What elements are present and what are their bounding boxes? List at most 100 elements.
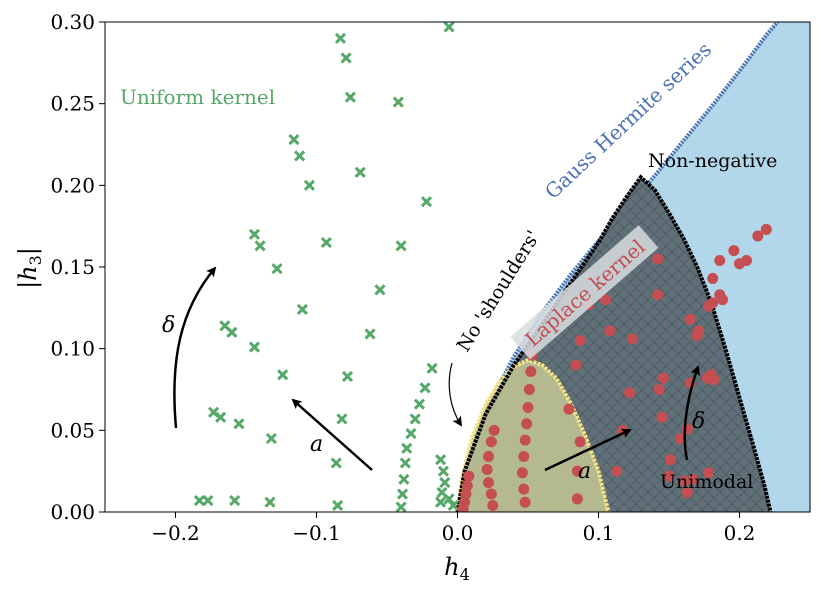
laplace-kernel-point bbox=[664, 454, 676, 466]
uniform-kernel-point bbox=[443, 493, 455, 505]
uniform-kernel-point bbox=[202, 495, 214, 507]
uniform-kernel-point bbox=[426, 362, 438, 374]
laplace-kernel-point bbox=[463, 470, 475, 482]
laplace-kernel-point bbox=[707, 272, 719, 284]
x-tick-label: −0.1 bbox=[292, 521, 341, 545]
laplace-kernel-point bbox=[461, 480, 473, 492]
laplace-kernel-point bbox=[571, 465, 583, 477]
x-axis-label-sub: 4 bbox=[460, 565, 470, 584]
laplace-kernel-point bbox=[708, 374, 720, 386]
delta-arrow-left bbox=[173, 266, 217, 429]
laplace-kernel-point bbox=[488, 424, 500, 436]
uniform-kernel-point bbox=[303, 179, 316, 191]
uniform-kernel-point bbox=[398, 473, 410, 485]
uniform-kernel-point bbox=[341, 370, 354, 382]
laplace-kernel-point bbox=[760, 223, 772, 235]
plot-area bbox=[193, 22, 810, 512]
laplace-kernel-point bbox=[653, 384, 665, 395]
uniform-kernel-point bbox=[340, 52, 352, 64]
laplace-kernel-point bbox=[518, 450, 530, 462]
laplace-kernel-point bbox=[523, 384, 535, 395]
unimodal-label: Unimodal bbox=[660, 471, 753, 493]
uniform-kernel-point bbox=[296, 303, 308, 316]
laplace-kernel-point bbox=[522, 401, 534, 413]
y-tick-label: 0.05 bbox=[50, 418, 95, 442]
uniform-kernel-point bbox=[320, 236, 332, 249]
uniform-kernel-point bbox=[277, 369, 289, 381]
x-tick-label: 0.2 bbox=[724, 521, 756, 545]
laplace-kernel-point bbox=[604, 325, 616, 337]
laplace-kernel-point bbox=[652, 253, 664, 265]
uniform-kernel-point bbox=[229, 495, 241, 507]
y-axis: 0.000.050.100.150.200.250.30 bbox=[50, 10, 105, 524]
y-tick-label: 0.00 bbox=[50, 500, 95, 524]
y-tick-label: 0.15 bbox=[50, 255, 95, 279]
a-label-left: a bbox=[310, 432, 323, 457]
laplace-kernel-point bbox=[657, 372, 669, 384]
laplace-kernel-point bbox=[563, 403, 575, 415]
uniform-kernel-point bbox=[330, 457, 342, 469]
uniform-kernel-point bbox=[226, 326, 238, 338]
laplace-kernel-point bbox=[487, 499, 499, 511]
laplace-kernel-point bbox=[516, 467, 528, 479]
laplace-kernel-point bbox=[571, 493, 583, 505]
uniform-kernel-point bbox=[233, 418, 245, 430]
uniform-kernel-point bbox=[419, 382, 431, 394]
uniform-kernel-point bbox=[443, 22, 455, 33]
no-shoulders-boundary bbox=[455, 357, 611, 512]
laplace-kernel-point bbox=[485, 488, 497, 500]
laplace-kernel-point bbox=[663, 470, 675, 482]
a-arrow-left bbox=[291, 398, 373, 471]
laplace-kernel-point bbox=[687, 473, 699, 485]
uniform-kernel-point bbox=[334, 32, 347, 44]
laplace-kernel-point bbox=[481, 464, 493, 476]
uniform-kernel-point bbox=[409, 413, 421, 425]
uniform-kernel-point bbox=[248, 341, 261, 353]
laplace-kernel-point bbox=[518, 483, 530, 495]
laplace-kernel-point bbox=[624, 387, 636, 399]
uniform-kernel-point bbox=[399, 457, 411, 469]
laplace-kernel-point bbox=[626, 333, 638, 345]
laplace-kernel-point bbox=[525, 366, 537, 378]
non-negative-boundary bbox=[455, 174, 773, 512]
laplace-kernel-point bbox=[707, 297, 719, 309]
uniform-kernel-label: Uniform kernel bbox=[120, 85, 275, 109]
laplace-kernel-point bbox=[752, 230, 764, 242]
uniform-kernel-point bbox=[435, 454, 447, 466]
y-axis-label-close: | bbox=[14, 247, 43, 255]
y-axis-label-sub: 3 bbox=[26, 255, 45, 265]
uniform-kernel-point bbox=[336, 413, 348, 425]
laplace-kernel-point bbox=[457, 503, 469, 512]
uniform-kernel-point bbox=[294, 150, 306, 162]
y-axis-label: |h3| bbox=[14, 247, 45, 289]
laplace-kernel-point bbox=[570, 359, 582, 371]
delta-label-right: δ bbox=[692, 409, 705, 434]
laplace-kernel-point bbox=[679, 475, 691, 487]
laplace-kernel-point bbox=[574, 436, 586, 448]
laplace-kernel-point bbox=[684, 313, 696, 325]
uniform-kernel-point bbox=[271, 263, 283, 275]
non-negative-label: Non-negative bbox=[648, 150, 777, 172]
uniform-kernel-point bbox=[215, 411, 227, 423]
uniform-kernel-point bbox=[439, 477, 451, 489]
uniform-kernel-point bbox=[447, 499, 459, 512]
uniform-kernel-point bbox=[288, 134, 300, 146]
uniform-kernel-point bbox=[208, 406, 220, 418]
laplace-kernel-point bbox=[741, 254, 753, 266]
x-axis-label: h4 bbox=[444, 553, 470, 584]
uniform-kernel-point bbox=[395, 501, 407, 512]
laplace-kernel-point bbox=[574, 335, 586, 346]
laplace-kernel-point bbox=[483, 450, 495, 462]
a-arrow-right bbox=[544, 428, 632, 472]
uniform-kernel-point bbox=[401, 442, 413, 454]
x-tick-label: 0.1 bbox=[583, 521, 615, 545]
uniform-kernel-point bbox=[332, 499, 344, 512]
uniform-kernel-point bbox=[254, 240, 266, 252]
laplace-kernel-point bbox=[460, 488, 472, 500]
laplace-kernel-point bbox=[652, 289, 664, 301]
uniform-kernel-point bbox=[392, 96, 404, 108]
x-tick-label: 0.0 bbox=[442, 521, 474, 545]
uniform-kernel-point bbox=[265, 432, 277, 445]
